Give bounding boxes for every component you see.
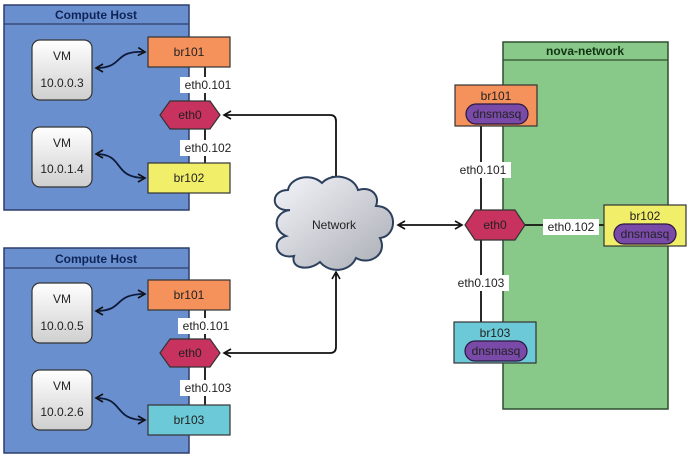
iface-label: eth0 <box>483 218 507 232</box>
vlan-label: eth0.103 <box>185 381 232 395</box>
bridge-br101[interactable]: br101 <box>147 279 231 311</box>
nova-network-host: nova-network br101 dnsmasq br102 dnsmasq… <box>453 41 687 410</box>
service-label: dnsmasq <box>621 227 670 241</box>
vm-ip: 10.0.0.5 <box>40 319 84 333</box>
vlan-label: eth0.102 <box>185 141 232 155</box>
iface-label: eth0 <box>178 108 202 122</box>
nova-eth0-interface[interactable]: eth0 <box>464 209 526 241</box>
nova-network-title: nova-network <box>546 44 624 58</box>
bridge-label: br103 <box>480 326 511 340</box>
iface-label: eth0 <box>178 346 202 360</box>
dnsmasq-service[interactable] <box>465 103 529 125</box>
vm-ip: 10.0.0.3 <box>40 76 84 90</box>
dnsmasq-service[interactable] <box>464 340 528 362</box>
compute-host-title: Compute Host <box>55 8 137 22</box>
nova-bridge-br103[interactable]: br103 dnsmasq <box>453 321 537 364</box>
vlan-label: eth0.103 <box>458 276 505 290</box>
bridge-label: br101 <box>174 45 205 59</box>
vm-label: VM <box>53 136 71 150</box>
network-cloud[interactable]: Network <box>273 175 394 271</box>
host1-network-link <box>222 110 341 185</box>
eth0-interface[interactable]: eth0 <box>159 100 221 130</box>
compute-host-1: Compute Host VM 10.0.0.3 VM 10.0.1.4 br1… <box>3 4 236 211</box>
compute-host-title: Compute Host <box>55 252 137 266</box>
bridge-br103[interactable]: br103 <box>147 404 231 436</box>
vm-label: VM <box>53 49 71 63</box>
bridge-label: br103 <box>174 413 205 427</box>
vm-bridge-link <box>94 149 147 183</box>
bridge-label: br102 <box>630 209 661 223</box>
vm-3[interactable]: VM 10.0.0.5 <box>31 282 93 344</box>
vm-1[interactable]: VM 10.0.0.3 <box>31 39 93 101</box>
nova-bridge-br102[interactable]: br102 dnsmasq <box>603 204 687 247</box>
service-label: dnsmasq <box>473 107 522 121</box>
compute-host-2: Compute Host VM 10.0.0.5 VM 10.0.2.6 br1… <box>3 247 236 454</box>
bridge-br101[interactable]: br101 <box>147 36 231 68</box>
vm-2[interactable]: VM 10.0.1.4 <box>31 126 93 188</box>
bridge-label: br101 <box>481 89 512 103</box>
bridge-br102[interactable]: br102 <box>147 162 231 194</box>
vlan-label: eth0.101 <box>183 319 230 333</box>
host2-network-link <box>222 270 341 358</box>
vlan-label: eth0.102 <box>548 220 595 234</box>
eth0-interface[interactable]: eth0 <box>159 338 221 368</box>
dnsmasq-service[interactable] <box>613 223 677 245</box>
service-label: dnsmasq <box>472 344 521 358</box>
vm-bridge-link <box>94 46 147 73</box>
vlan-label: eth0.101 <box>185 78 232 92</box>
vm-label: VM <box>53 292 71 306</box>
vm-4[interactable]: VM 10.0.2.6 <box>31 369 93 431</box>
vlan-label: eth0.101 <box>460 163 507 177</box>
vm-ip: 10.0.2.6 <box>40 405 84 419</box>
vm-label: VM <box>53 379 71 393</box>
nova-bridge-br101[interactable]: br101 dnsmasq <box>454 84 538 127</box>
vm-bridge-link <box>94 289 147 316</box>
network-label: Network <box>312 218 357 232</box>
vm-bridge-link <box>94 393 147 425</box>
bridge-label: br101 <box>174 288 205 302</box>
bridge-label: br102 <box>174 171 205 185</box>
vm-ip: 10.0.1.4 <box>40 162 84 176</box>
